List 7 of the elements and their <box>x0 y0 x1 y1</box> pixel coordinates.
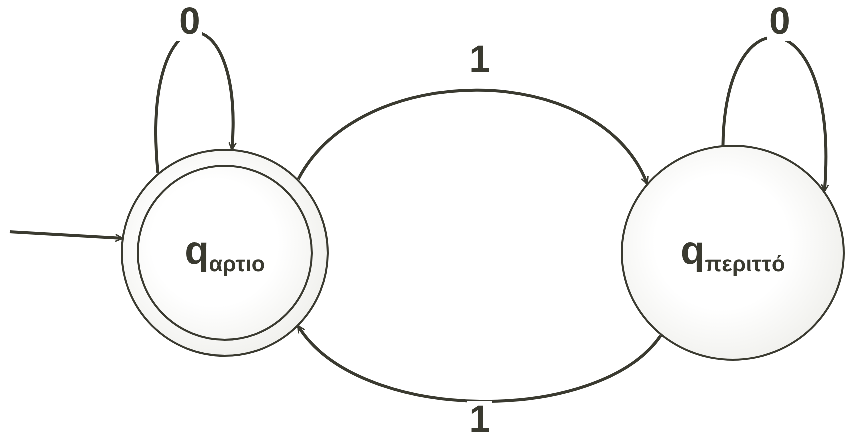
state-label: q$_{περιττό}$ <box>680 228 786 278</box>
state-label: q$_{αρτιο}$ <box>184 228 266 278</box>
arrow <box>297 88 649 185</box>
arrow <box>297 325 662 404</box>
arrow <box>154 31 237 174</box>
arrow <box>722 36 830 192</box>
arrow <box>10 230 124 242</box>
